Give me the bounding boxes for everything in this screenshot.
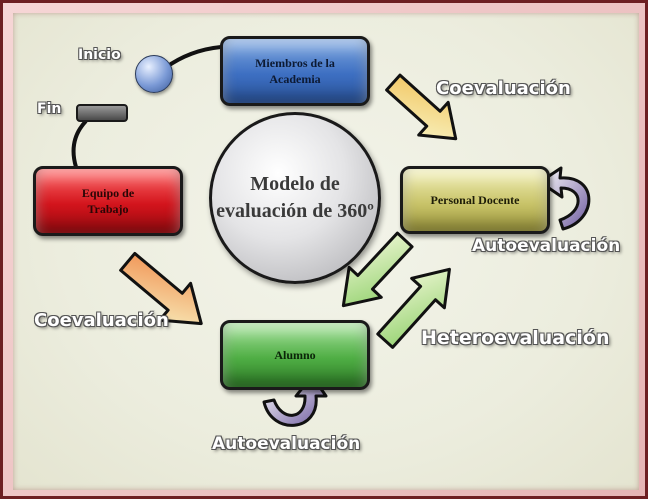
coevaluacion-left-arrow [119, 251, 203, 326]
inicio-node-ball [135, 55, 173, 93]
equipo-trabajo-box: Equipo de Trabajo [33, 166, 183, 236]
inicio-label: Inicio [78, 47, 121, 63]
heteroevaluacion-label: Heteroevaluación [421, 327, 610, 349]
fin-connector [71, 119, 88, 168]
alumno-text: Alumno [274, 347, 316, 362]
miembros-academia-box: Miembros de la Academia [220, 36, 370, 106]
modelo-360-circle: Modelo de evaluación de 360º [209, 112, 381, 284]
inicio-connector [163, 45, 222, 70]
heteroevaluacion-arrow [376, 267, 451, 349]
personal-docente-text: Personal Docente [430, 192, 520, 207]
fin-node-bar [76, 104, 128, 122]
modelo-360-text: Modelo de evaluación de 360º [216, 173, 374, 222]
personal-docente-box: Personal Docente [400, 166, 550, 234]
autoevaluacion-right-curl [538, 166, 591, 231]
coevaluacion-left-label: Coevaluación [34, 310, 169, 331]
coevaluacion-top-label: Coevaluación [436, 78, 571, 99]
autoevaluacion-bottom-label: Autoevaluación [212, 434, 361, 454]
alumno-box: Alumno [220, 320, 370, 390]
personal-to-alumno-arrow [341, 231, 414, 308]
miembros-academia-text: Miembros de la Academia [255, 55, 335, 86]
fin-label: Fin [37, 101, 62, 117]
equipo-trabajo-text: Equipo de Trabajo [81, 185, 135, 216]
coevaluacion-top-arrow [385, 73, 458, 141]
autoevaluacion-right-label: Autoevaluación [472, 236, 621, 256]
